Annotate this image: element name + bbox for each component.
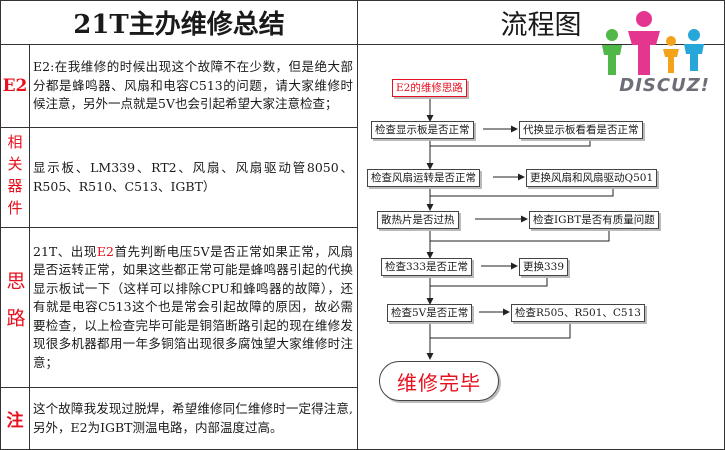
row-e2: E2 E2:在我维修的时候出现这个故障不在少数，但是绝大部分都是蜂鸣器、风扇和电… xyxy=(1,45,358,128)
flow-action-resistors: 检查R505、R501、C513 xyxy=(511,304,645,322)
flow-check-display: 检查显示板是否正常 xyxy=(371,121,474,139)
right-title: 流程图 xyxy=(358,1,724,45)
row-text-e2: E2:在我维修的时候出现这个故障不在少数，但是绝大部分都是蜂鸣器、风扇和电容C5… xyxy=(33,59,353,112)
flow-action-display: 代换显示板看看是否正常 xyxy=(519,121,643,139)
flow-check-fan: 检查风扇运转是否正常 xyxy=(367,169,480,187)
people-icon xyxy=(602,11,704,75)
row-components: 相关器件 显示板、LM339、RT2、风扇、风扇驱动管8050、R505、R51… xyxy=(1,128,358,228)
left-title: 21T主办维修总结 xyxy=(1,1,358,45)
flow-check-5v: 检查5V是否正常 xyxy=(387,304,473,322)
flow-action-igbt: 检查IGBT是否有质量问题 xyxy=(529,211,659,229)
row-label-approach: 思路 xyxy=(1,228,30,387)
flow-connectors xyxy=(426,96,614,360)
flow-check-333: 检查333是否正常 xyxy=(381,258,473,276)
e2-highlight: E2 xyxy=(96,243,114,259)
flow-start-box: E2的维修思路 xyxy=(392,79,467,97)
flowchart: E2的维修思路 检查显示板是否正常 代换显示板看看是否正常 检查风扇运转是否正常… xyxy=(359,46,725,450)
discuz-logo-text: DISCUZ! xyxy=(619,75,710,96)
flow-check-heatsink: 散热片是否过热 xyxy=(377,211,459,229)
row-text-note: 这个故障我发现过脱焊，希望维修同仁维修时一定得注意,另外，E2为IGBT测温电路… xyxy=(33,401,353,435)
row-approach: 思路 21T、出现E2首先判断电压5V是否正常如果正常，风扇是否运转正常，如果这… xyxy=(1,228,358,388)
discuz-logo xyxy=(598,9,718,104)
row-label-e2: E2 xyxy=(1,45,30,127)
row-note: 注 这个故障我发现过脱焊，希望维修同仁维修时一定得注意,另外，E2为IGBT测温… xyxy=(1,388,358,449)
row-text-components: 显示板、LM339、RT2、风扇、风扇驱动管8050、R505、R510、C51… xyxy=(33,160,353,194)
row-label-components: 相关器件 xyxy=(1,128,30,227)
row-text-approach: 21T、出现E2首先判断电压5V是否正常如果正常，风扇是否运转正常，如果这些都正… xyxy=(33,243,353,370)
flow-action-339: 更换339 xyxy=(519,258,569,276)
flow-end-box: 维修完毕 xyxy=(379,361,499,401)
flow-action-fan: 更换风扇和风扇驱动Q501 xyxy=(526,169,658,187)
row-label-note: 注 xyxy=(1,388,30,449)
